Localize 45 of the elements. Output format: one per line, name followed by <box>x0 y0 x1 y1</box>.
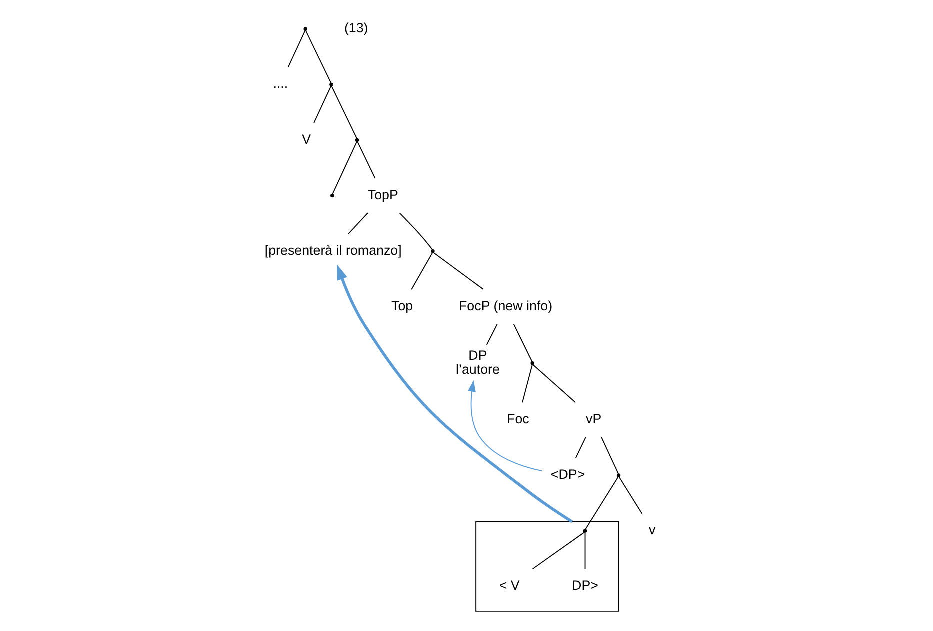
connector <box>618 476 643 514</box>
node-text: V <box>302 132 312 147</box>
connector <box>486 324 498 346</box>
connector <box>314 86 332 124</box>
label: (13) <box>344 20 368 36</box>
connector <box>399 212 434 250</box>
connector <box>601 436 620 474</box>
connector <box>575 436 586 459</box>
node-point <box>304 27 308 31</box>
node-text: .... <box>273 76 288 92</box>
arrow <box>468 380 542 472</box>
node-text: [presenterà il romanzo] <box>264 242 402 258</box>
connector <box>348 212 368 235</box>
connector <box>532 364 576 404</box>
node-point <box>330 194 334 198</box>
connector <box>584 532 586 570</box>
node-point <box>583 529 588 533</box>
arrow <box>337 264 574 524</box>
connector <box>411 252 434 290</box>
node-text: < V <box>499 578 520 594</box>
connector <box>585 476 619 530</box>
node-point <box>530 362 534 366</box>
node-text: v <box>648 522 656 538</box>
connector <box>305 30 332 84</box>
connector <box>432 252 484 290</box>
node-point <box>431 249 435 254</box>
connector <box>332 141 358 195</box>
connector <box>522 364 533 404</box>
node-text: <DP> <box>550 466 586 482</box>
node-text: DP l’autore <box>456 348 500 378</box>
node-text: DP> <box>572 578 598 594</box>
connector <box>331 86 358 140</box>
node-text: FocP (new info) <box>459 298 553 314</box>
node-text: vP <box>586 411 602 426</box>
connector <box>513 324 533 362</box>
node-text: TopP <box>368 187 398 202</box>
connector <box>357 141 376 179</box>
node-point <box>330 82 334 87</box>
connector <box>532 532 586 570</box>
node-text: Foc <box>507 411 530 426</box>
node-text: Top <box>392 298 414 314</box>
node-point <box>616 474 621 478</box>
node-point <box>355 138 360 142</box>
connector <box>288 30 306 68</box>
cluster <box>476 521 620 612</box>
